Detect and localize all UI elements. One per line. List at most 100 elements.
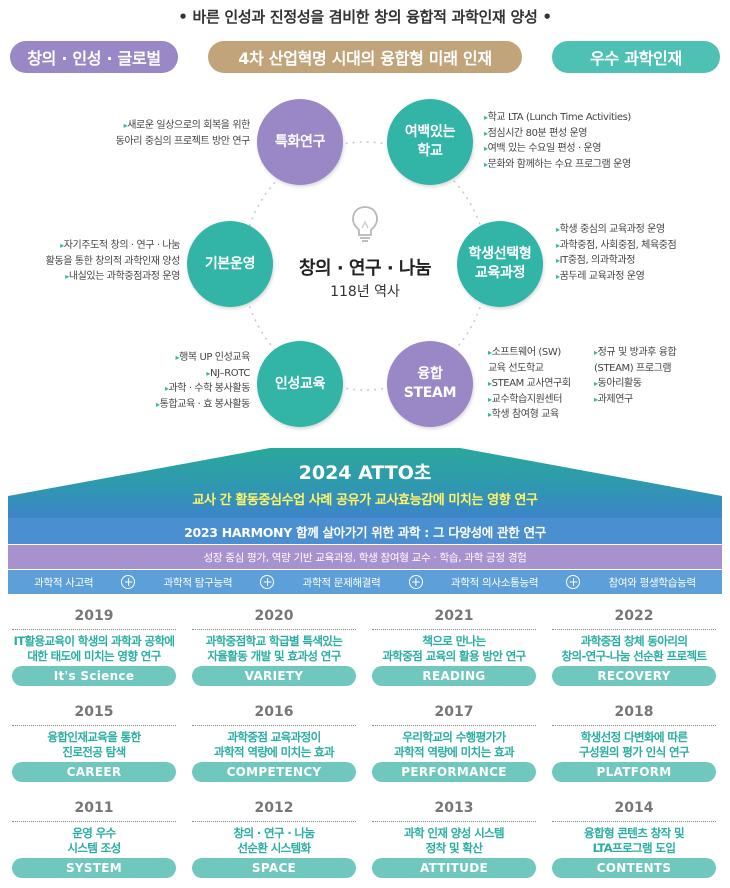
bullet-item: 과학 · 수학 봉사활동 bbox=[100, 381, 250, 397]
banner-subtitle: 교사 간 활동중심수업 사례 공유가 교사효능감에 미치는 영향 연구 bbox=[192, 493, 538, 508]
history-keyword: CONTENTS bbox=[552, 858, 716, 878]
special-research-bullets: 새로운 일상으로의 회복을 위한 동아리 중심의 프로젝트 방안 연구 bbox=[60, 118, 251, 149]
node-character-label: 인성교육 bbox=[274, 375, 326, 392]
competency-bar: 과학적 사고력 + 과학적 탐구능력 + 과학적 문제해결력 + 과학적 의사소… bbox=[8, 570, 722, 594]
history-keyword: It's Science bbox=[12, 666, 176, 686]
history-keyword: SPACE bbox=[192, 858, 356, 878]
history-keyword: ATTITUDE bbox=[372, 858, 536, 878]
plus-icon: + bbox=[408, 575, 423, 589]
basic-operation-bullets: 자기주도적 창의 · 연구 · 나눔 활동을 통한 창의적 과학인재 양성 내실… bbox=[10, 238, 181, 285]
bullet-item: 교수학습지원센터 bbox=[488, 392, 593, 408]
competency-item: 과학적 사고력 bbox=[34, 576, 94, 589]
history-keyword: SYSTEM bbox=[12, 858, 176, 878]
node-steam-label-2: STEAM bbox=[403, 385, 457, 401]
elective-curriculum-bullets: 학생 중심의 교육과정 운영 과학중점, 사회중점, 체육중점 IT중점, 의과… bbox=[556, 222, 726, 284]
atto-banner bbox=[8, 448, 722, 518]
bullet-item: 행복 UP 인성교육 bbox=[100, 350, 250, 366]
node-basic-operation-label: 기본운영 bbox=[204, 255, 256, 272]
bullet-item: 자기주도적 창의 · 연구 · 나눔 bbox=[10, 238, 181, 254]
center-subtitle: 118년 역사 bbox=[330, 284, 400, 300]
pill-creativity: 창의 · 인성 · 글로벌 bbox=[10, 41, 178, 73]
node-free-school-label-2: 학교 bbox=[417, 143, 443, 159]
history-year: 2016 bbox=[254, 704, 294, 720]
banner-title: 2024 ATTO초 bbox=[298, 462, 432, 484]
steam-bullets-col1: 소프트웨어 (SW) 교육 선도학교 STEAM 교사연구회 교수학습지원센터 … bbox=[488, 345, 593, 423]
bullet-item: NJ–ROTC bbox=[100, 366, 250, 382]
lightbulb-icon bbox=[352, 206, 378, 242]
history-year: 2019 bbox=[74, 608, 114, 624]
node-steam: 융합 STEAM bbox=[387, 341, 473, 427]
bullet-item: 학교 LTA (Lunch Time Activities) bbox=[484, 110, 724, 126]
bullet-item: 학생 중심의 교육과정 운영 bbox=[556, 222, 726, 238]
history-keyword: READING bbox=[372, 666, 536, 686]
history-keyword: COMPETENCY bbox=[192, 762, 356, 782]
history-year: 2022 bbox=[614, 608, 654, 624]
node-free-school-label-1: 여백있는 bbox=[404, 124, 456, 141]
history-year: 2013 bbox=[434, 800, 474, 816]
history-keyword: CAREER bbox=[12, 762, 176, 782]
history-keyword: PLATFORM bbox=[552, 762, 716, 782]
node-basic-operation: 기본운영 bbox=[187, 221, 273, 307]
bullet-item: 문화와 함께하는 수요 프로그램 운영 bbox=[484, 157, 724, 173]
bullet-item: IT중점, 의과학과정 bbox=[556, 253, 726, 269]
center-title: 창의 · 연구 · 나눔 bbox=[298, 258, 432, 279]
history-keyword: PERFORMANCE bbox=[372, 762, 536, 782]
page-title: • 바른 인성과 진정성을 겸비한 창의 융합적 과학인재 양성 • bbox=[178, 8, 552, 26]
history-keyword: VARIETY bbox=[192, 666, 356, 686]
history-year: 2011 bbox=[74, 800, 114, 816]
node-steam-label-1: 융합 bbox=[417, 366, 443, 383]
plus-icon: + bbox=[566, 575, 581, 589]
bullet-item: 소프트웨어 (SW) bbox=[488, 345, 593, 361]
history-year: 2017 bbox=[434, 704, 474, 720]
pill-future-talent: 4차 산업혁명 시대의 융합형 미래 인재 bbox=[208, 41, 522, 73]
history-year: 2018 bbox=[614, 704, 654, 720]
bullet-item: 동아리활동 bbox=[594, 376, 726, 392]
node-elective-label-1: 학생선택형 bbox=[468, 246, 532, 263]
history-year: 2014 bbox=[614, 800, 654, 816]
history-year: 2021 bbox=[434, 608, 474, 624]
plus-icon: + bbox=[260, 575, 275, 589]
bullet-item: 여백 있는 수요일 편성 · 운영 bbox=[484, 141, 724, 157]
bullet-item: (STEAM) 프로그램 bbox=[594, 362, 672, 374]
bullet-item: 교육 선도학교 bbox=[488, 362, 544, 374]
growth-bar: 성장 중심 평가, 역량 기반 교육과정, 학생 참여형 교수 · 학습, 과학… bbox=[8, 545, 722, 569]
node-elective-label-2: 교육과정 bbox=[474, 265, 526, 281]
node-character-education: 인성교육 bbox=[257, 341, 343, 427]
free-school-bullets: 학교 LTA (Lunch Time Activities) 점심시간 80분 … bbox=[484, 110, 724, 172]
bullet-item: 과제연구 bbox=[594, 392, 726, 408]
node-special-research-label: 특화연구 bbox=[274, 133, 326, 150]
bullet-item: 활동을 통한 창의적 과학인재 양성 bbox=[45, 255, 181, 267]
bullet-item: 꿈두레 교육과정 운영 bbox=[556, 269, 726, 285]
competency-item: 참여와 평생학습능력 bbox=[608, 576, 697, 589]
pill-science-talent: 우수 과학인재 bbox=[552, 41, 720, 73]
bullet-item: 과학중점, 사회중점, 체육중점 bbox=[556, 238, 726, 254]
history-keyword: RECOVERY bbox=[552, 666, 716, 686]
bullet-item: 학생 참여형 교육 bbox=[488, 407, 593, 423]
bullet-item: 통합교육 · 효 봉사활동 bbox=[100, 397, 251, 413]
bullet-item: 동아리 중심의 프로젝트 방안 연구 bbox=[115, 135, 251, 147]
competency-item: 과학적 의사소통능력 bbox=[450, 576, 539, 589]
